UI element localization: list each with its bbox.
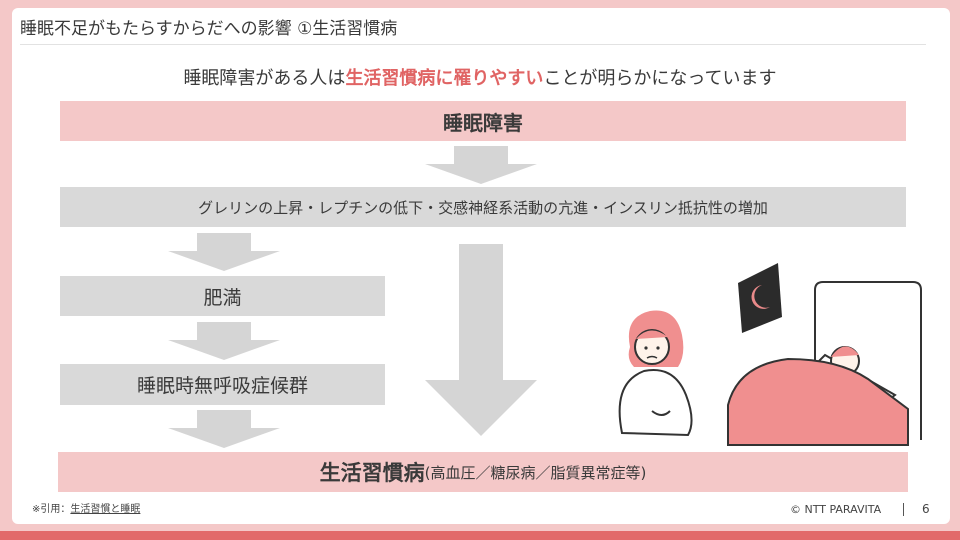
- arrow-down-4: [168, 410, 280, 448]
- arrow-down-2: [168, 233, 280, 271]
- lifestyle-disease-label: 生活習慣病: [319, 461, 425, 485]
- subtitle-after: ことが明らかになっています: [543, 68, 777, 89]
- obesity-box: 肥満: [60, 276, 385, 316]
- footer-separator: [903, 503, 904, 516]
- slide-subtitle: 睡眠障害がある人は生活習慣病に罹りやすいことが明らかになっています: [0, 64, 960, 90]
- subtitle-highlight: 生活習慣病に罹りやすい: [345, 68, 544, 89]
- pregnant-woman-and-child-sleeping-illustration: [618, 263, 922, 446]
- sleep-disorder-box: 睡眠障害: [60, 101, 906, 141]
- citation-note: ※引用：生活習慣と睡眠: [32, 500, 140, 515]
- citation-prefix: ※引用：: [32, 504, 71, 515]
- arrow-down-3: [168, 322, 280, 360]
- title-divider: [20, 44, 926, 45]
- bottom-accent-bar: [0, 531, 960, 540]
- page-number: 6: [922, 502, 930, 516]
- sleep-apnea-box: 睡眠時無呼吸症候群: [60, 364, 385, 405]
- arrow-down-1: [425, 146, 537, 184]
- slide-title: 睡眠不足がもたらすからだへの影響 ①生活習慣病: [20, 19, 398, 39]
- bed-with-sleeping-child-icon: [727, 281, 922, 446]
- mechanism-box: グレリンの上昇・レプチンの低下・交感神経系活動の亢進・インスリン抵抗性の増加: [60, 187, 906, 227]
- night-window-icon: [738, 263, 782, 333]
- citation-link[interactable]: 生活習慣と睡眠: [70, 504, 141, 515]
- lifestyle-disease-box: 生活習慣病(高血圧／糖尿病／脂質異常症等): [58, 452, 908, 492]
- arrow-down-long: [425, 244, 537, 436]
- lifestyle-disease-detail: (高血圧／糖尿病／脂質異常症等): [424, 463, 647, 482]
- copyright-text: © NTT PARAVITA: [790, 503, 882, 516]
- subtitle-before: 睡眠障害がある人は: [183, 68, 346, 89]
- pregnant-woman-icon: [618, 310, 693, 437]
